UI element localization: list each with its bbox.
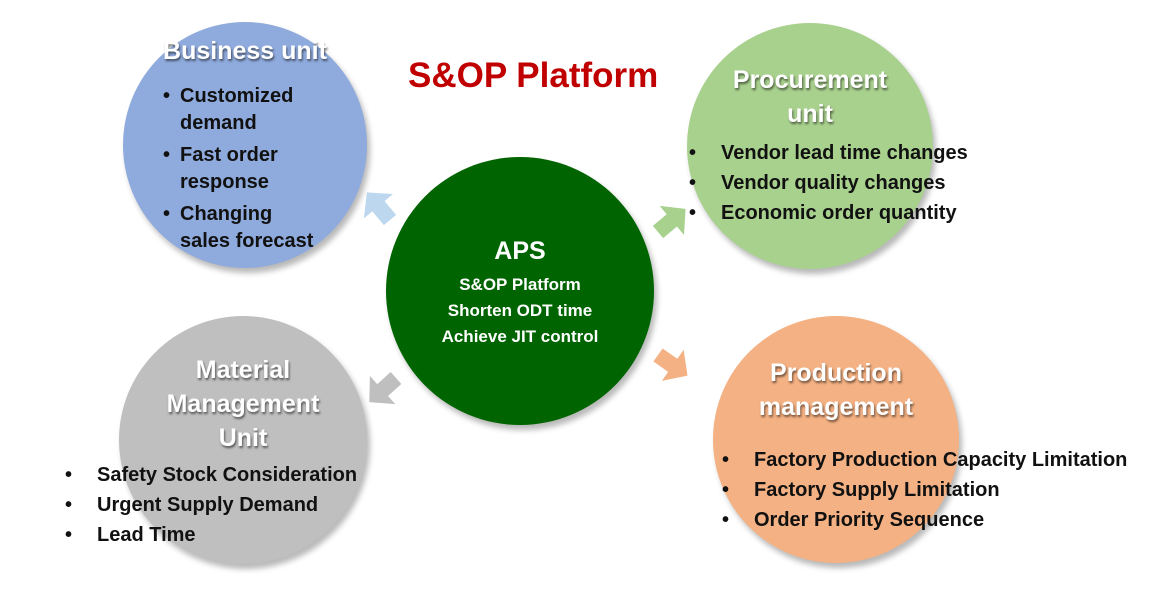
list-item: Economic order quantity <box>689 198 968 228</box>
procurement-unit-title: Procurement unit <box>732 66 888 128</box>
list-item: Fast order response <box>163 142 313 196</box>
material-management-unit-title: Material Management Unit <box>166 356 320 452</box>
list-item: Vendor lead time changes <box>689 138 968 168</box>
aps-line: S&OP Platform <box>459 275 581 294</box>
list-item: Factory Supply Limitation <box>722 475 1127 505</box>
arrow-to-production <box>653 348 688 381</box>
list-item: Factory Production Capacity Limitation <box>722 445 1127 475</box>
list-item: Order Priority Sequence <box>722 505 1127 535</box>
aps-line: Achieve JIT control <box>441 327 599 346</box>
list-item: Vendor quality changes <box>689 168 968 198</box>
arrow-to-procurement <box>652 205 686 239</box>
list-item: Urgent Supply Demand <box>65 490 357 520</box>
diagram-title: S&OP Platform <box>408 56 659 95</box>
list-item: Safety Stock Consideration <box>65 460 357 490</box>
list-item: Lead Time <box>65 520 357 550</box>
business-unit-title: Business unit <box>163 37 327 65</box>
list-item: Customized demand <box>163 83 313 137</box>
aps-line: Shorten ODT time <box>447 301 593 320</box>
list-item: Changing sales forecast <box>163 201 313 255</box>
production-management-list: Factory Production Capacity Limitation F… <box>722 445 1127 535</box>
aps-title: APS <box>494 237 546 265</box>
aps-center-circle <box>386 157 654 425</box>
aps-description: S&OP Platform Shorten ODT time Achieve J… <box>386 272 654 350</box>
arrow-to-material <box>369 372 402 405</box>
business-unit-list: Customized demand Fast order response Ch… <box>163 83 313 260</box>
material-management-unit-list: Safety Stock Consideration Urgent Supply… <box>65 460 357 550</box>
procurement-unit-list: Vendor lead time changes Vendor quality … <box>689 138 968 228</box>
production-management-title: Production management <box>758 359 914 421</box>
arrow-to-business <box>363 192 397 226</box>
